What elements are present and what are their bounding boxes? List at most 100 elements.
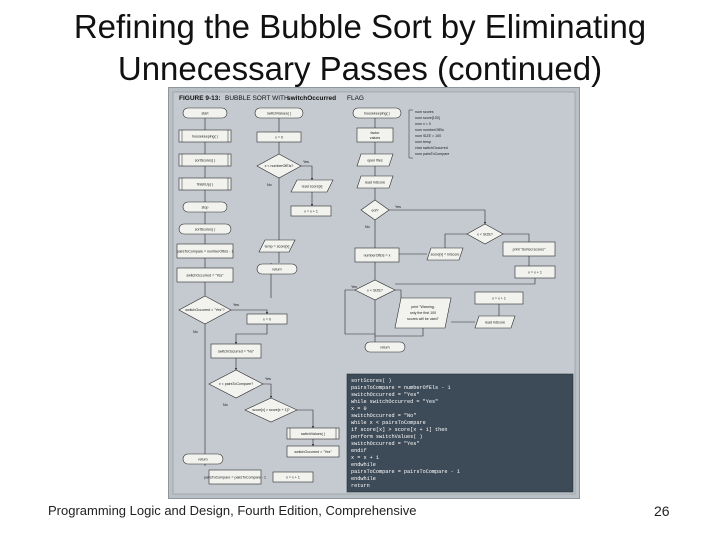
pseudocode-line: endif: [351, 448, 367, 454]
col3-read2: [474, 315, 516, 329]
pseudocode-line: switchOccurred = "Yes": [351, 441, 420, 447]
figure-caption-tail: FLAG: [347, 95, 364, 102]
col1-sortscores-start: [178, 223, 232, 235]
col1-dec-pairs: [208, 469, 262, 485]
col2-decision: [256, 153, 302, 179]
col3-eof-no: No: [365, 225, 370, 229]
pseudocode-line: endwhile: [351, 462, 376, 468]
col1-finishup-label: finishUp( ): [197, 183, 213, 187]
col3-loop-label: x = x + 1: [528, 271, 542, 275]
col1-decision2-label: x < pairsToCompare?: [219, 382, 253, 386]
col3-declarations: num scores num score[100] num x = 0 num …: [408, 109, 449, 159]
col1-decision: [178, 295, 232, 325]
col3-factor: [356, 127, 394, 143]
col2-read: [290, 179, 334, 193]
col3-read2-label: read inScore: [485, 321, 505, 325]
col1-dec-pairs-label: pairsToCompare = pairsToCompare - 1: [204, 476, 266, 480]
flowchart-svg: FIGURE 9-13: BUBBLE SORT WITH switchOccu…: [172, 91, 576, 495]
pseudocode-line: while x < pairsToCompare: [351, 420, 426, 426]
pseudocode-line: switchOccurred = "No": [351, 413, 416, 419]
col3-declare2: num score[100]: [415, 116, 440, 120]
col2-switchvalues: [254, 107, 304, 119]
col1-compare: [244, 397, 298, 423]
pseudocode-line: x = x + 1: [351, 455, 379, 461]
col1-stop: [182, 201, 228, 213]
col2-decision-no: No: [267, 183, 272, 187]
col1-decision2-yes: Yes: [265, 377, 271, 381]
col1-set-yes-label: switchOccurred = "Yes": [294, 450, 332, 454]
title-line-1: Refining the Bubble Sort by Eliminating: [73, 8, 647, 45]
slide-title: Refining the Bubble Sort by Eliminating …: [20, 6, 700, 90]
col2-x-inc-label: x = x + 1: [304, 210, 318, 214]
footer-text: Programming Logic and Design, Fourth Edi…: [48, 503, 417, 518]
pseudocode-line: perform switchValues( ): [351, 434, 423, 440]
col1-sortscores-call: [178, 153, 232, 167]
col2-read-label: read score[x]: [302, 185, 323, 189]
col1-return-label: return: [198, 458, 207, 462]
col1-decision-label: switchOccurred = "Yes"?: [185, 308, 224, 312]
col1-housekeeping-label: housekeeping( ): [192, 135, 218, 139]
figure-caption-label: FIGURE 9-13:: [179, 95, 221, 102]
col1-x-inc-label: x = x + 1: [286, 476, 300, 480]
col1-start-label: start: [202, 112, 209, 116]
col3-housekeeping: [352, 107, 402, 119]
col2-print: [258, 239, 296, 253]
page-number: 26: [654, 503, 670, 519]
col1-set-no-label: switchOccurred = "No": [218, 350, 255, 354]
col1-compare-label: score[x] > score[x + 1]?: [252, 408, 289, 412]
col3-numberofels-label: numberOfEls = x: [364, 254, 391, 258]
col3-decision-x-yes: Yes: [351, 285, 357, 289]
col3-declare3: num x = 0: [415, 122, 431, 126]
pseudocode-line: endwhile: [351, 476, 376, 482]
col3-x-inc-label: x = x + 1: [492, 297, 506, 301]
pseudocode-line: if score[x] > score[x + 1] then: [351, 427, 448, 433]
col3-values-label: values: [370, 136, 381, 140]
col3-declare1: num scores: [415, 110, 434, 114]
col3-open-label: open files: [367, 159, 383, 163]
col3-factor-label: factor: [371, 131, 381, 135]
col2-return-label: return: [272, 268, 281, 272]
col3-declare6: num temp: [415, 140, 431, 144]
col3-print-sorted-label: print "Sorted scores": [513, 248, 546, 252]
title-line-2: Unnecessary Passes (continued): [117, 50, 603, 87]
col3-declare4: num numberOfEls: [415, 128, 444, 132]
col3-print-warn-l1: print "Warning,: [411, 305, 435, 309]
col1-x-inc: [272, 471, 314, 483]
col3-score-assign: [426, 247, 464, 261]
col3-open: [356, 153, 394, 167]
col1-finishup: [178, 177, 232, 191]
col3-return: [364, 341, 406, 353]
pseudocode-panel: [346, 373, 574, 493]
pseudocode-line: x = 0: [351, 406, 367, 412]
col3-declare7: char switchOccurred: [415, 146, 448, 150]
col3-return-label: return: [380, 346, 389, 350]
col3-eof-yes: Yes: [395, 205, 401, 209]
pseudocode-line: while switchOccurred = "Yes": [351, 399, 438, 405]
col2-switchvalues-label: switchValues( ): [267, 112, 291, 116]
col1-return: [182, 453, 224, 465]
col3-housekeeping-label: housekeeping( ): [364, 112, 390, 116]
col1-decision-no: No: [193, 330, 198, 334]
col1-x-zero-label: x = 0: [263, 318, 271, 322]
flowchart-figure: FIGURE 9-13: BUBBLE SORT WITH switchOccu…: [168, 87, 580, 499]
col3-x-size-label: x < SIZE?: [477, 233, 493, 237]
col3-read-label: read inScore: [365, 181, 385, 185]
col3-score-assign-label: score[x] = inScore: [431, 253, 460, 257]
col2-x0: [256, 131, 302, 143]
figure-caption-code: switchOccurred: [287, 95, 336, 102]
col3-read: [356, 175, 394, 189]
col3-print-warn-l3: scores will be used": [407, 317, 439, 321]
col1-sortscores-call-label: sortScores( ): [195, 159, 216, 163]
col1-decision2-no: No: [223, 403, 228, 407]
col1-setup1-label: pairsToCompare = numberOfEls - 1: [177, 250, 234, 254]
col2-return: [256, 263, 298, 275]
col1-start: [182, 107, 228, 119]
col3-x-size: [466, 223, 504, 245]
pseudocode-line: sortScores( ): [351, 378, 391, 384]
col3-decision-x: [354, 279, 396, 301]
col3-declare8: num pairsToCompare: [415, 152, 449, 156]
col3-eof: [360, 199, 390, 221]
col1-stop-label: stop: [202, 206, 209, 210]
col2-decision-yes: Yes: [303, 160, 309, 164]
pseudocode-line: pairsToCompare = numberOfEls - 1: [351, 385, 451, 391]
